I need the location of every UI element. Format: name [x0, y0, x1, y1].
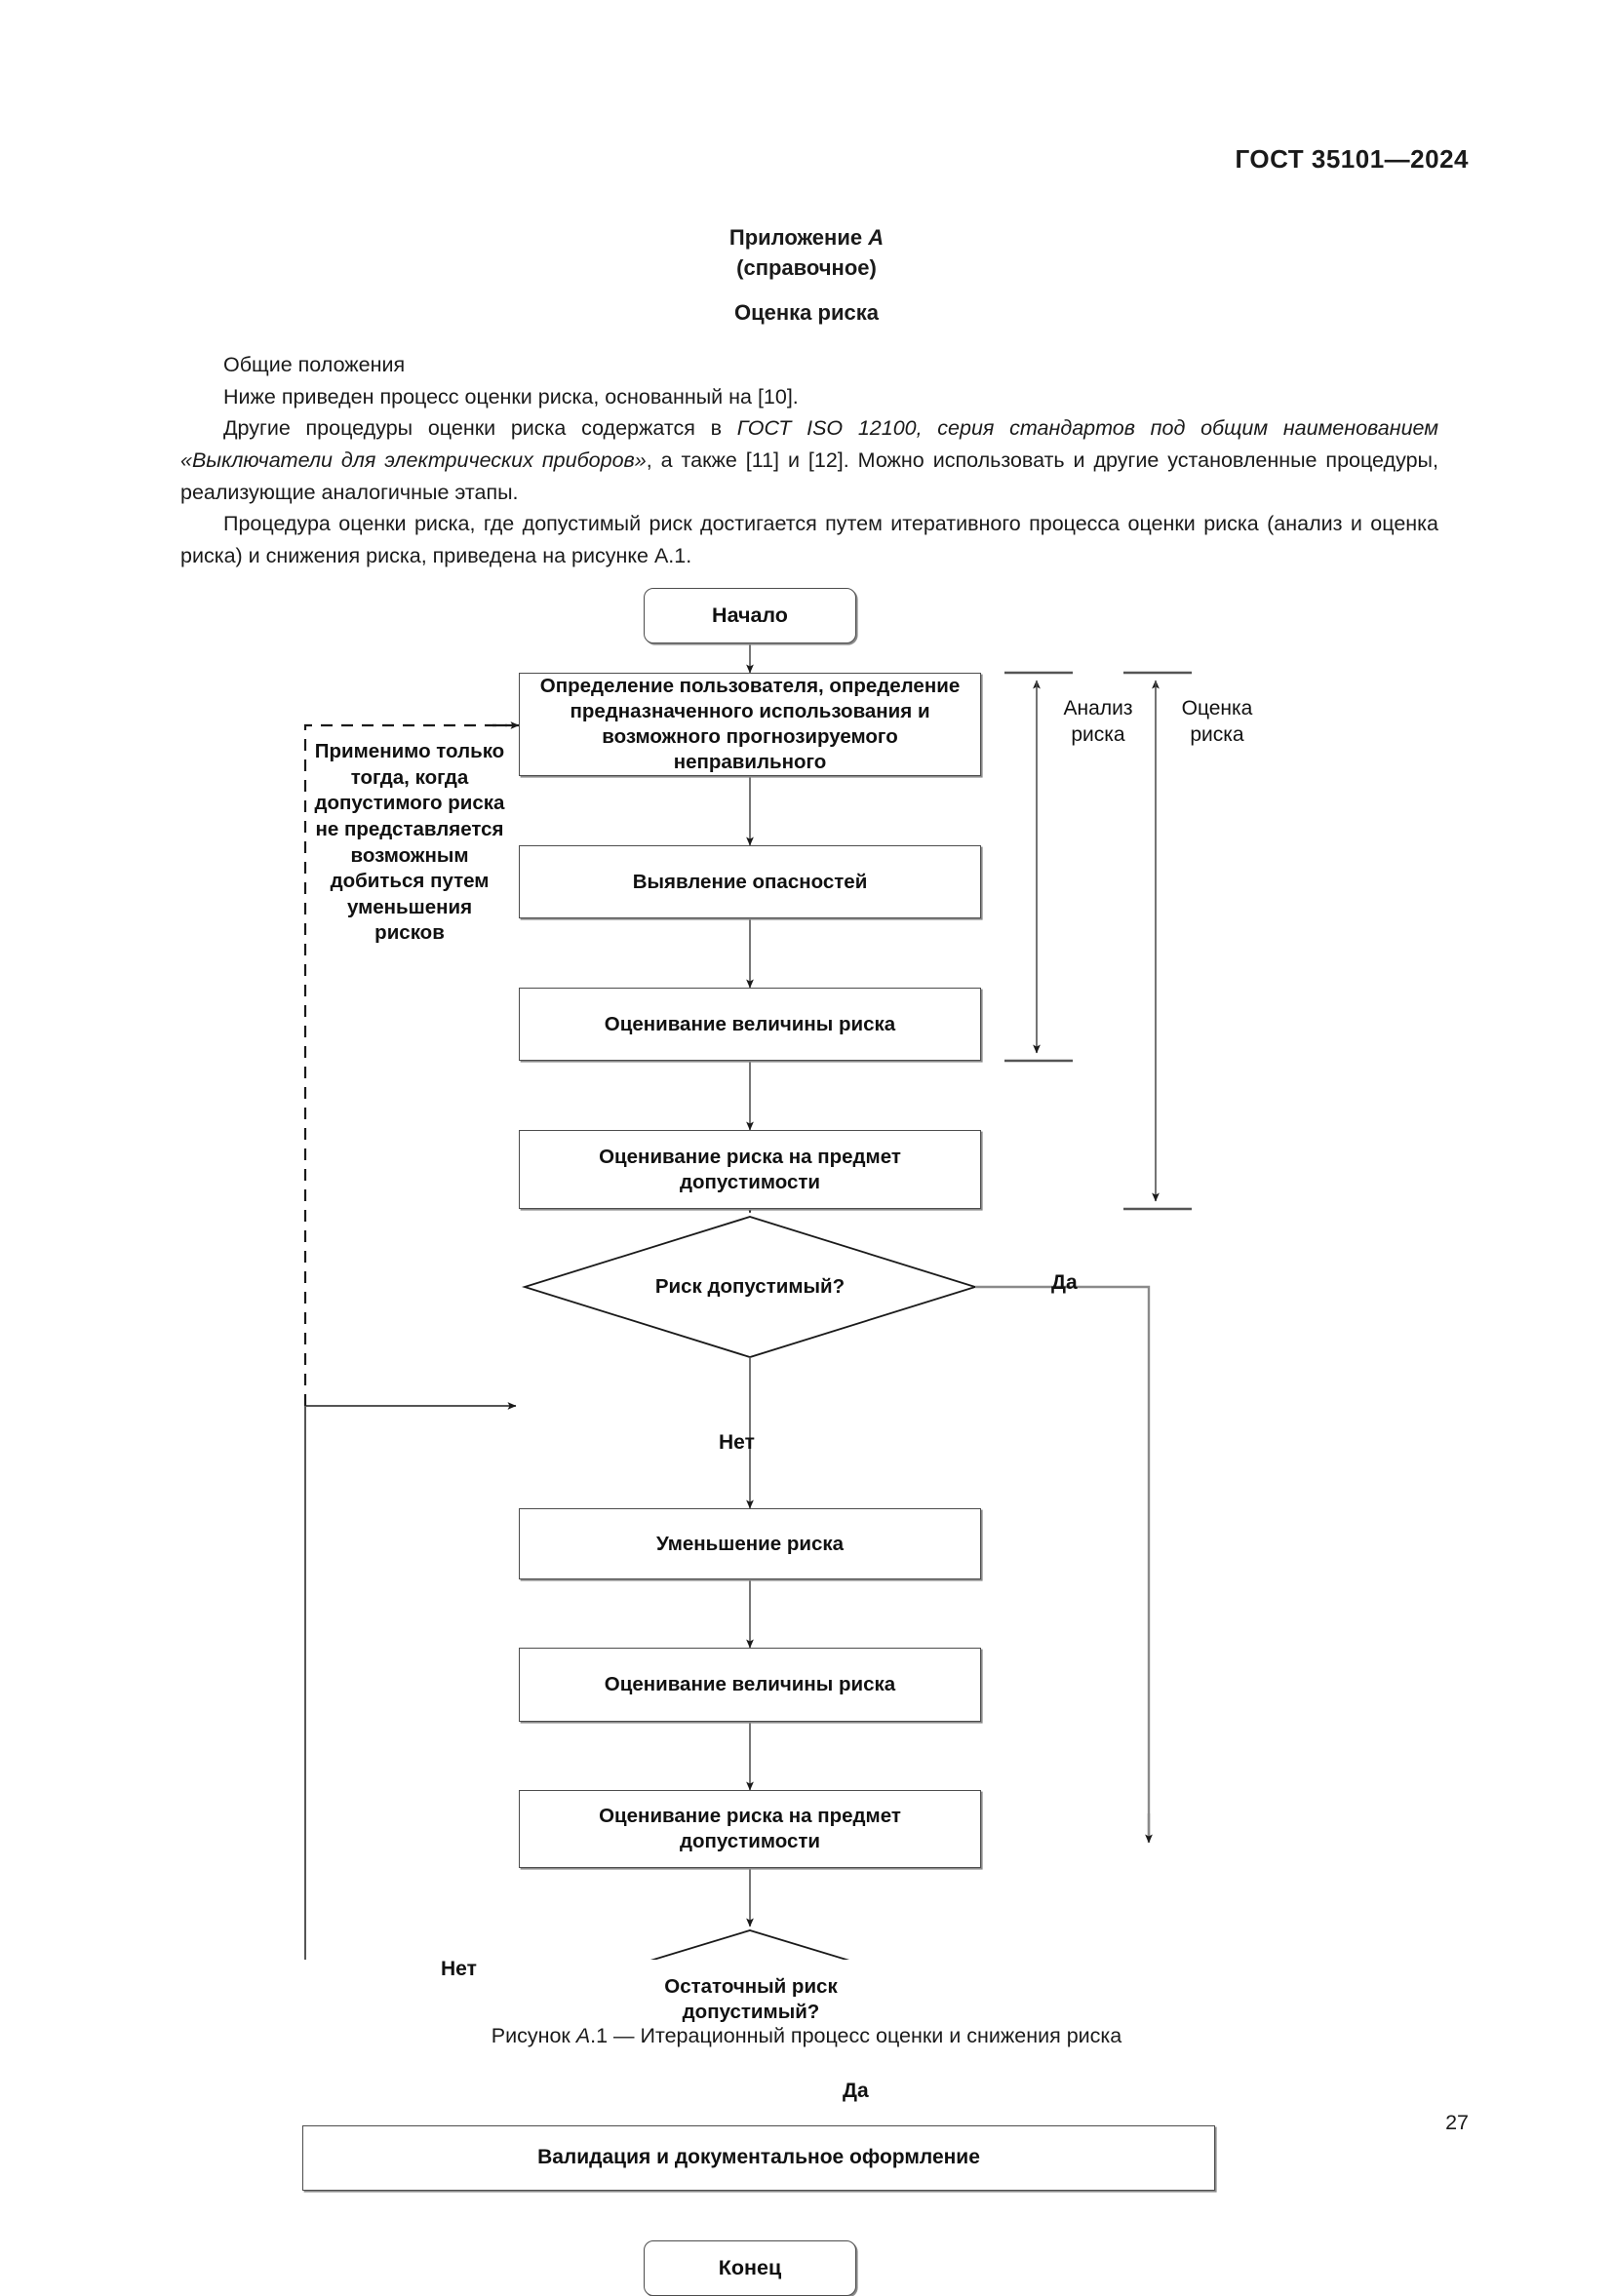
figure-caption-suffix: .1 — Итерационный процесс оценки и сниже…: [590, 2024, 1122, 2047]
flow-node-end[interactable]: Конец: [644, 2240, 856, 2296]
bracket-label-risk-analysis: Анализ риска: [1045, 696, 1151, 749]
flow-node-estimate-risk-1-label: Оценивание величины риска: [604, 1012, 896, 1035]
paragraph-other-procedures-italic: ГОСТ ISO 12100, серия стандартов под общ…: [180, 416, 1439, 473]
figure-caption-letter: А: [575, 2024, 591, 2047]
flow-node-validation[interactable]: Валидация и документальное оформление: [302, 2125, 1215, 2191]
edge-label-decision2-no: Нет: [441, 1958, 477, 1980]
flow-node-evaluate-risk-2-label: Оценивание риска на предмет допустимости: [599, 1805, 901, 1852]
risk-assessment-flowchart: Начало Определение пользователя, определ…: [0, 565, 1613, 2296]
flow-node-decision-residual-risk-label: Остаточный риск допустимый?: [664, 1975, 838, 2023]
flow-node-estimate-risk-2-label: Оценивание величины риска: [604, 1673, 896, 1696]
flow-node-define-user[interactable]: Определение пользователя, определение пр…: [519, 673, 981, 776]
bracket-label-risk-assessment-line1: Оценка: [1181, 697, 1253, 720]
flow-node-validation-label: Валидация и документальное оформление: [537, 2146, 980, 2169]
flow-node-start[interactable]: Начало: [644, 588, 856, 643]
edge-label-decision1-no: Нет: [719, 1431, 755, 1454]
appendix-title-prefix: Приложение: [728, 225, 869, 250]
flow-node-identify-hazards[interactable]: Выявление опасностей: [519, 845, 981, 918]
paragraph-iterative-process: Процедура оценки риска, где допустимый р…: [180, 512, 1438, 568]
flow-node-reduce-risk[interactable]: Уменьшение риска: [519, 1508, 981, 1579]
page-number: 27: [1445, 2111, 1469, 2134]
figure-caption-prefix: Рисунок: [491, 2024, 576, 2047]
paragraph-other-procedures-part2: , а также [11] и [12]. Можно использоват…: [180, 448, 1438, 504]
flow-node-evaluate-risk-1-label: Оценивание риска на предмет допустимости: [599, 1145, 901, 1193]
flow-node-identify-hazards-label: Выявление опасностей: [632, 870, 868, 893]
flow-node-reduce-risk-label: Уменьшение риска: [655, 1532, 845, 1555]
flow-node-start-label: Начало: [712, 603, 788, 627]
flow-node-end-label: Конец: [718, 2255, 782, 2279]
paragraph-risk-process-intro: Ниже приведен процесс оценки риска, осно…: [223, 384, 799, 409]
bracket-label-risk-assessment: Оценка риска: [1164, 696, 1270, 749]
bracket-label-risk-assessment-line2: риска: [1190, 722, 1244, 746]
flow-node-define-user-label: Определение пользователя, определение пр…: [539, 675, 961, 773]
edge-label-decision2-yes: Да: [843, 2080, 869, 2102]
flow-node-estimate-risk-2[interactable]: Оценивание величины риска: [519, 1648, 981, 1722]
flow-node-decision-residual-risk[interactable]: Остаточный риск допустимый?: [595, 1969, 907, 2030]
figure-caption: Рисунок А.1 — Итерационный процесс оценк…: [0, 2024, 1613, 2048]
appendix-subtitle: (справочное): [736, 255, 877, 281]
edge-label-decision1-yes: Да: [1051, 1271, 1078, 1294]
bracket-label-risk-analysis-line2: риска: [1071, 722, 1125, 746]
appendix-heading: Приложение А (справочное): [0, 222, 1613, 283]
flow-node-estimate-risk-1[interactable]: Оценивание величины риска: [519, 988, 981, 1061]
appendix-title: Приложение А: [0, 222, 1613, 253]
flowchart-connectors: [303, 643, 1192, 1960]
flow-node-evaluate-risk-1[interactable]: Оценивание риска на предмет допустимости: [519, 1130, 981, 1209]
appendix-title-letter: А: [868, 225, 885, 250]
page-header-standard-number: ГОСТ 35101—2024: [1235, 144, 1469, 174]
section-title: Оценка риска: [734, 300, 879, 325]
paragraph-other-procedures-part1: Другие процедуры оценки риска содержатся…: [223, 416, 737, 441]
bracket-label-risk-analysis-line1: Анализ: [1063, 697, 1133, 720]
flow-node-evaluate-risk-2[interactable]: Оценивание риска на предмет допустимости: [519, 1790, 981, 1868]
body-text: Общие положения Ниже приведен процесс оц…: [180, 349, 1438, 572]
paragraph-general-provisions: Общие положения: [223, 353, 406, 376]
paragraph-other-procedures: Другие процедуры оценки риска содержатся…: [180, 412, 1438, 508]
annotation-applicability-note: Применимо только тогда, когда допустимог…: [314, 740, 505, 945]
